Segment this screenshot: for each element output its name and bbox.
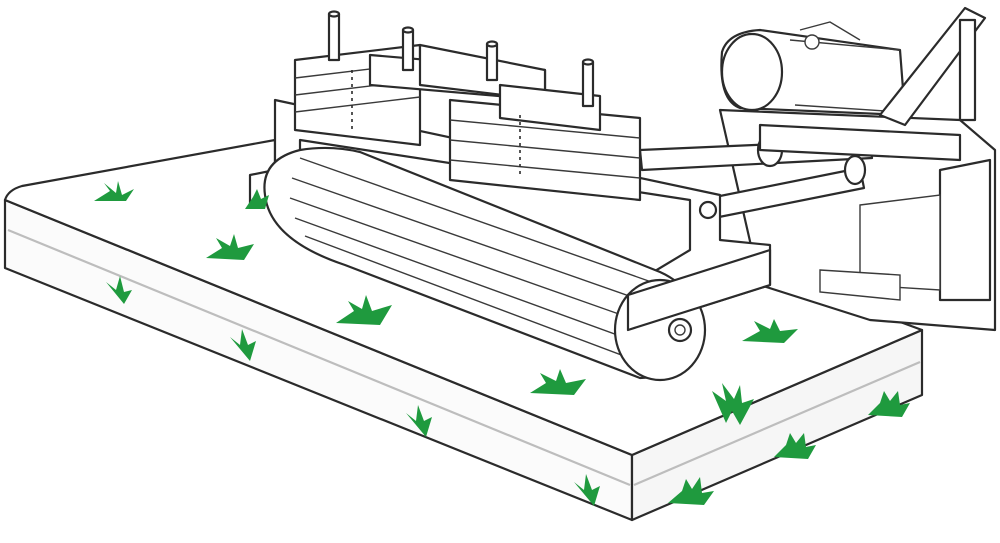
grass-tuft-icon xyxy=(94,181,134,201)
front-crossbar xyxy=(626,248,772,332)
hitch-plate xyxy=(938,158,992,302)
grass-tuft-icon xyxy=(406,405,432,437)
grass-tuft-icon xyxy=(668,477,714,505)
grass-tuft-icon xyxy=(245,189,269,209)
grass-tuft-icon xyxy=(336,295,392,325)
grass-tuft-icon xyxy=(574,474,600,506)
rod-joint-lower xyxy=(843,154,867,186)
grass-tuft-icon xyxy=(774,433,816,459)
grass-tufts xyxy=(94,181,910,506)
right-stripe xyxy=(633,360,921,487)
hitch-step xyxy=(819,269,901,301)
lawn-roller-machine-icon xyxy=(248,6,997,382)
grass-tuft-icon xyxy=(206,234,254,260)
grass-tuft-icon xyxy=(712,383,754,425)
grass-tuft-icon xyxy=(230,329,256,361)
link-post xyxy=(958,18,977,122)
weight-pins xyxy=(327,10,595,108)
front-stripe xyxy=(7,228,631,487)
link-arm xyxy=(878,6,987,127)
frame-bolt xyxy=(698,200,718,220)
cross-beam xyxy=(758,123,962,162)
grass-tuft-icon xyxy=(868,391,910,417)
hitch-inner xyxy=(859,194,941,291)
grass-tuft-icon xyxy=(742,319,798,343)
motor-icon xyxy=(720,21,907,117)
grass-tuft-icon xyxy=(530,369,586,395)
grass-tuft-icon xyxy=(106,276,132,304)
weight-stack-right xyxy=(448,83,642,202)
